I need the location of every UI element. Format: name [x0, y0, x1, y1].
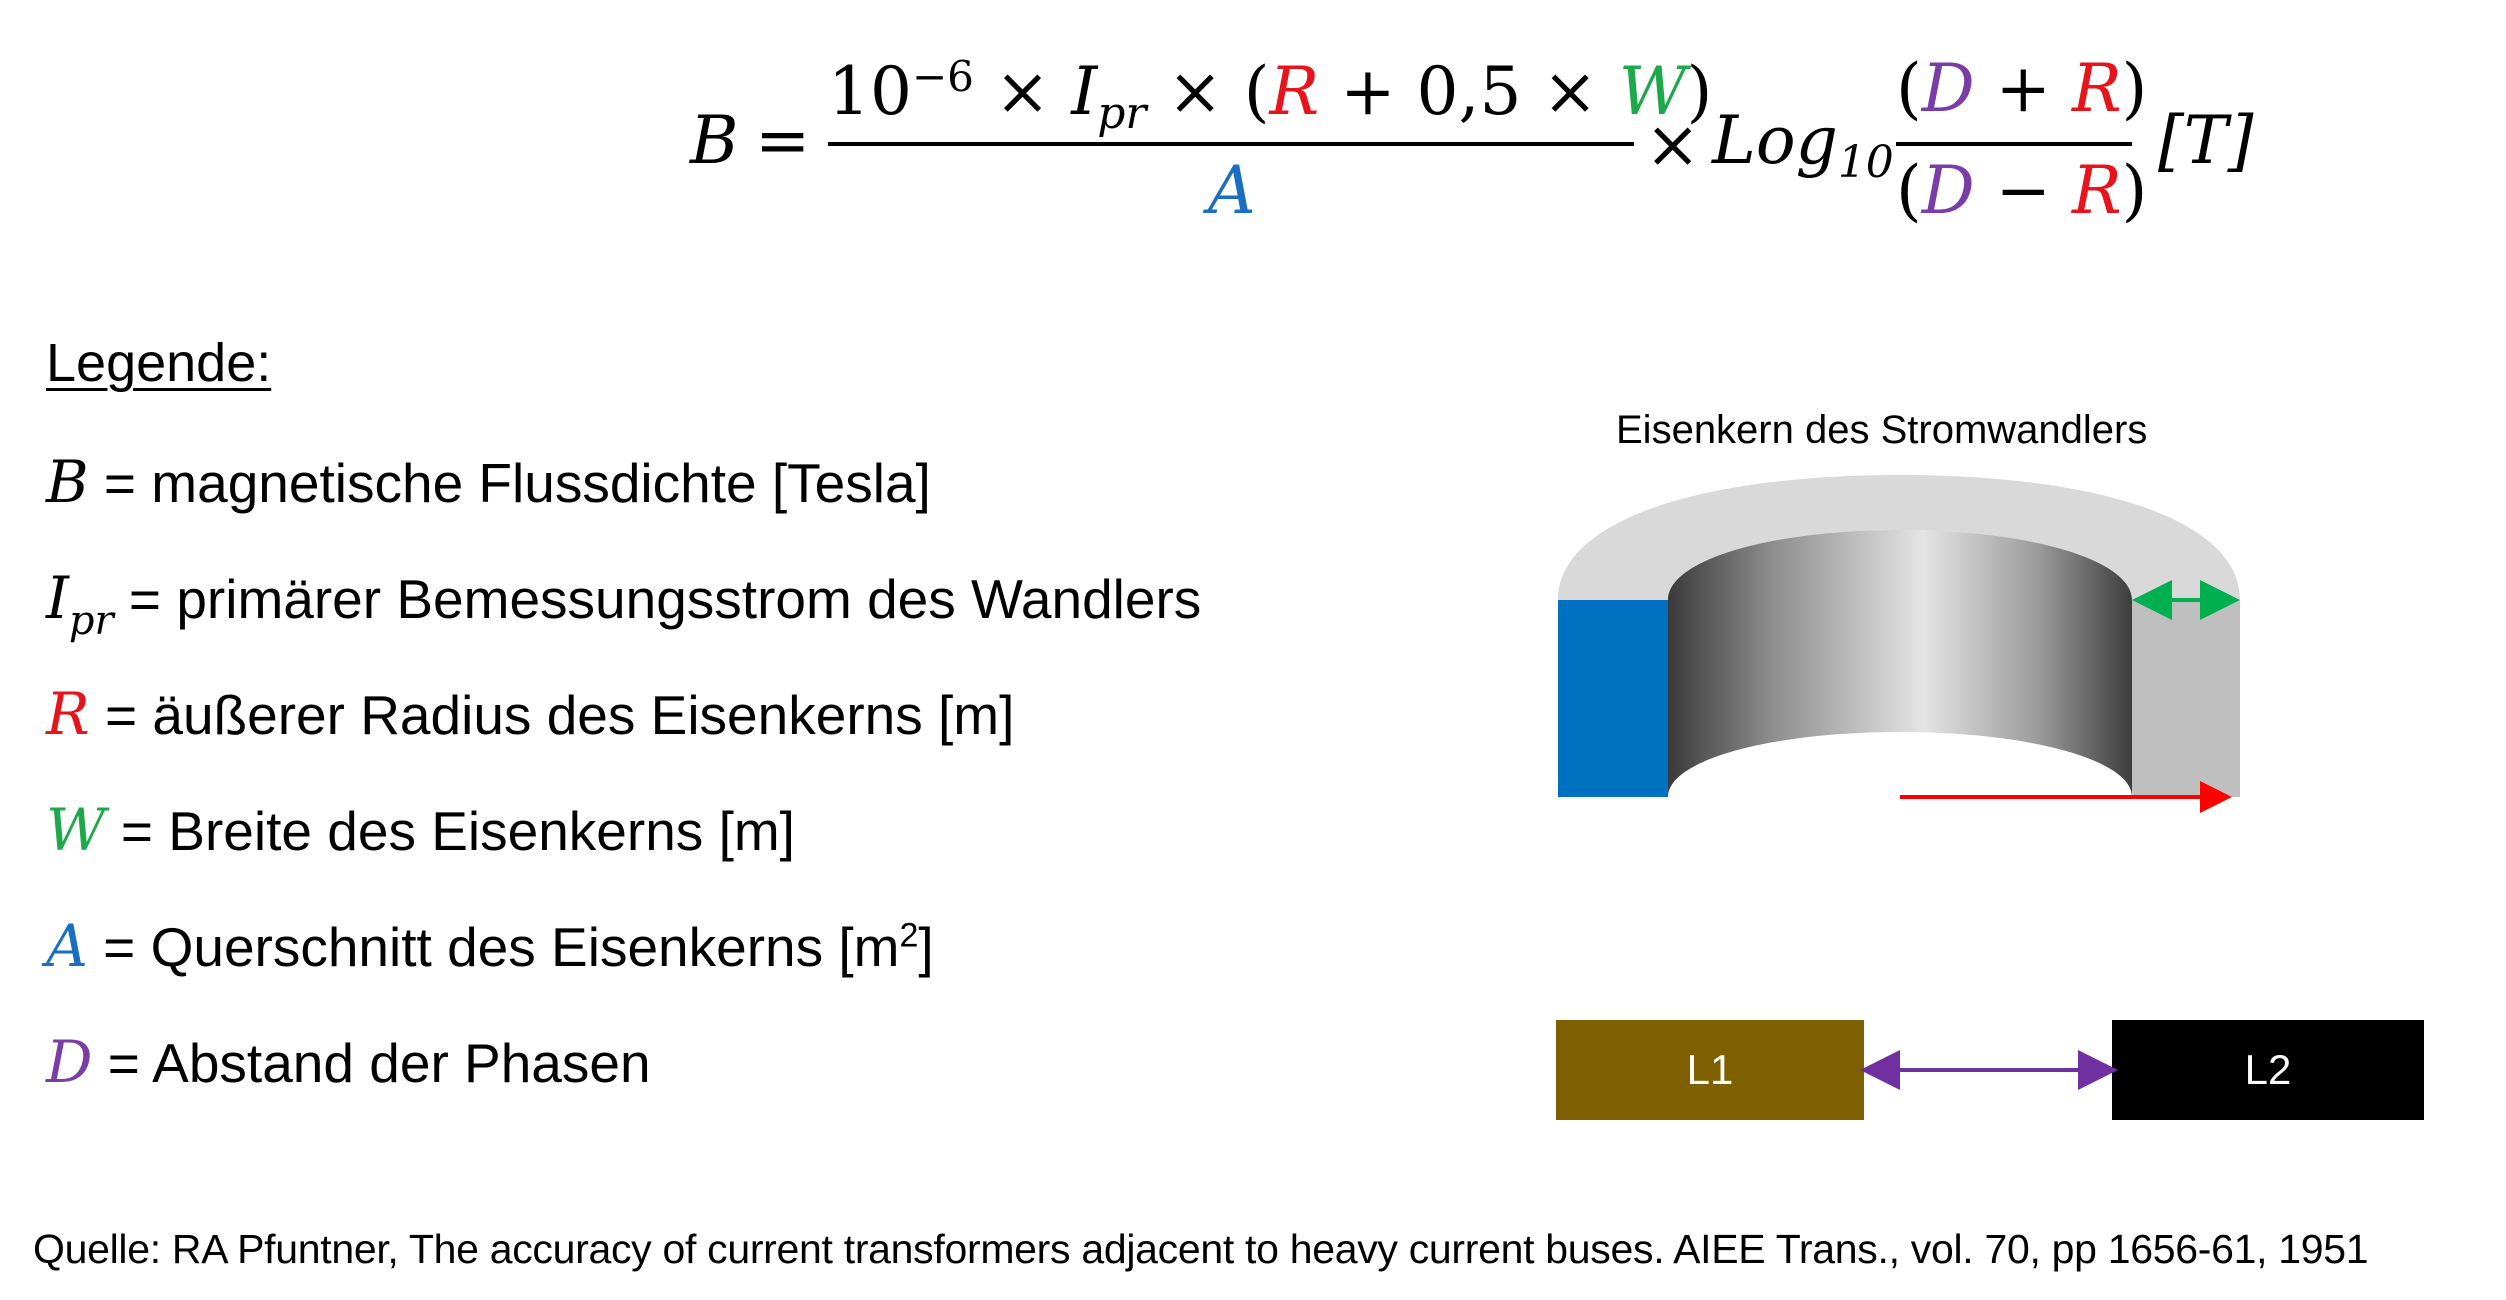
paren-close-1: ) — [1686, 53, 1713, 130]
current-sub: pr — [1097, 88, 1147, 140]
legend-text: = Abstand der Phasen — [92, 1032, 651, 1094]
times-4: × — [1645, 106, 1701, 183]
log-num-D: D — [1921, 50, 1975, 127]
legend-text: = Breite des Eisenkerns [m] — [105, 800, 795, 862]
log-den-D: D — [1921, 152, 1975, 229]
legend-symbol: W — [46, 796, 106, 864]
formula-unit: [T] — [2158, 102, 2254, 179]
log-denominator: (D − R) — [1896, 152, 2148, 229]
log-den-R: R — [2071, 152, 2122, 229]
num-R: R — [1269, 53, 1320, 130]
legend-item-D: D = Abstand der Phasen — [46, 1028, 651, 1096]
times-3: × — [1542, 53, 1598, 130]
plus-1: + — [1340, 53, 1396, 130]
legend-item-Ipr: Ipr = primärer Bemessungsstrom des Wandl… — [46, 564, 1201, 644]
legend-title: Legende: — [46, 333, 272, 393]
main-fraction-bar — [828, 142, 1634, 146]
formula-equals: = — [755, 102, 811, 179]
log-num-R: R — [2071, 50, 2122, 127]
legend-item-R: R = äußerer Radius des Eisenkerns [m] — [46, 680, 1014, 748]
legend-symbol: R — [46, 680, 90, 748]
legend-subscript: pr — [68, 598, 114, 644]
legend-item-A: A = Querschnitt des Eisenkerns [m2] — [46, 912, 934, 980]
phase-L2: L2 — [2112, 1020, 2424, 1120]
legend-text: = äußerer Radius des Eisenkerns [m] — [89, 684, 1015, 746]
times-1: × — [994, 53, 1051, 130]
log-base: 10 — [1837, 137, 1894, 189]
paren-open-1: ( — [1243, 53, 1270, 130]
log-numerator: (D + R) — [1896, 50, 2148, 127]
iron-core-illustration — [1558, 475, 2240, 813]
times-2: × — [1167, 53, 1223, 130]
legend-symbol: D — [46, 1028, 93, 1096]
num-coeff: 10 — [828, 53, 912, 130]
current-sym: I — [1071, 53, 1098, 130]
legend-text: = Querschnitt des Eisenkerns [m — [87, 916, 900, 978]
formula-lhs: B — [690, 102, 739, 179]
legend-superscript: 2 — [899, 916, 919, 955]
formula-numerator: 10−6 × Ipr × (R + 0,5 × W) — [828, 56, 1712, 136]
core-side-section — [2132, 600, 2240, 797]
source-citation: Quelle: RA Pfuntner, The accuracy of cur… — [33, 1226, 2369, 1272]
core-cross-section-A — [1558, 600, 1668, 797]
phase-distance-arrow — [1860, 1050, 2118, 1090]
legend-text: = magnetische Flussdichte [Tesla] — [88, 452, 931, 514]
legend-tail: ] — [918, 916, 934, 978]
log-label: Log10 — [1712, 102, 1894, 189]
phase-L1: L1 — [1556, 1020, 1864, 1120]
num-exp: −6 — [911, 52, 974, 101]
legend-symbol: B — [46, 448, 89, 516]
legend-symbol: A — [46, 912, 88, 980]
legend-text: = primärer Bemessungsstrom des Wandlers — [113, 568, 1202, 630]
log-fraction-bar — [1896, 142, 2132, 146]
legend-item-B: B = magnetische Flussdichte [Tesla] — [46, 448, 931, 516]
denominator-A: A — [1208, 152, 1256, 229]
core-top-surface — [1558, 475, 2240, 600]
flux-density-formula: B = 10−6 × Ipr × (R + 0,5 × W) A × Log10… — [0, 0, 2506, 260]
legend-symbol: I — [46, 564, 69, 632]
core-inner-wall — [1668, 530, 2132, 797]
core-label: Eisenkern des Stromwandlers — [1616, 408, 2148, 452]
half: 0,5 — [1416, 53, 1522, 130]
legend-item-W: W = Breite des Eisenkerns [m] — [46, 796, 795, 864]
num-W: W — [1618, 53, 1687, 130]
